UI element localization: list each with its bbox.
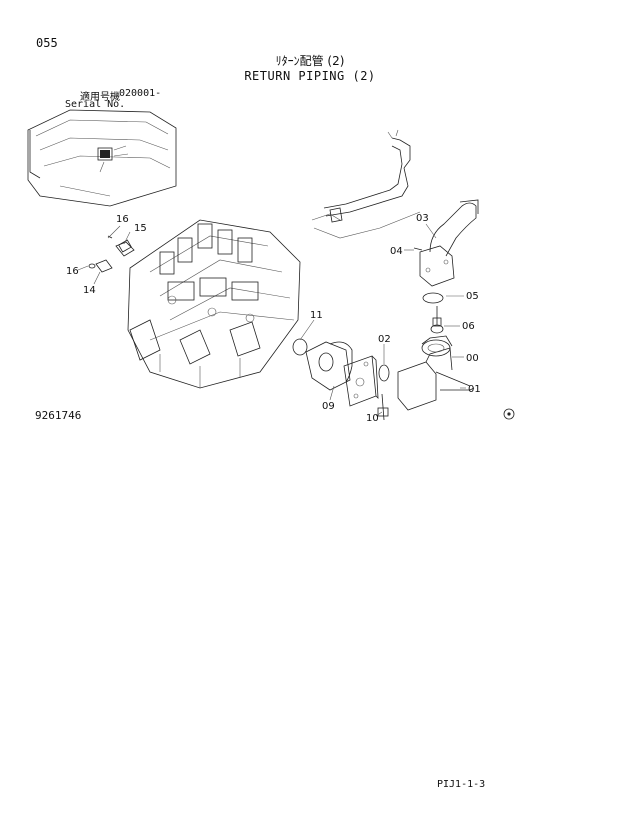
- serial-label-japanese: 適用号機: [80, 92, 120, 103]
- callout-04: 04: [390, 246, 403, 257]
- return-pipe-fragment-drawing: [311, 129, 421, 239]
- callout-00: 00: [466, 353, 479, 364]
- callout-09: 09: [322, 401, 335, 412]
- callout-10: 10: [366, 413, 379, 424]
- page-number: 055: [36, 36, 58, 50]
- callout-05: 05: [466, 291, 479, 302]
- callout-01: 01: [468, 384, 481, 395]
- figure-number: 9261746: [35, 409, 82, 422]
- engine-block-drawing: [27, 109, 177, 207]
- serial-value: 020001-: [119, 88, 162, 99]
- title-japanese: ﾘﾀｰﾝ配管 (2): [275, 54, 345, 68]
- circle-mark-icon: [503, 408, 515, 420]
- serial-label-english: Serial No.: [65, 99, 126, 110]
- page-reference: PIJ1-1-3: [437, 779, 486, 790]
- callout-16-top: 16: [116, 214, 129, 225]
- return-piping-drawing: [292, 199, 479, 421]
- callout-11: 11: [310, 310, 323, 321]
- sensor-parts-drawing: [88, 235, 135, 273]
- leader-lines: [77, 223, 466, 417]
- callout-06: 06: [462, 321, 475, 332]
- callout-15: 15: [134, 223, 147, 234]
- callout-14: 14: [83, 285, 96, 296]
- callout-02: 02: [378, 334, 391, 345]
- control-valve-drawing: [127, 219, 301, 389]
- callout-03: 03: [416, 213, 429, 224]
- callout-16-bottom: 16: [66, 266, 79, 277]
- title-english: RETURN PIPING (2): [244, 69, 376, 83]
